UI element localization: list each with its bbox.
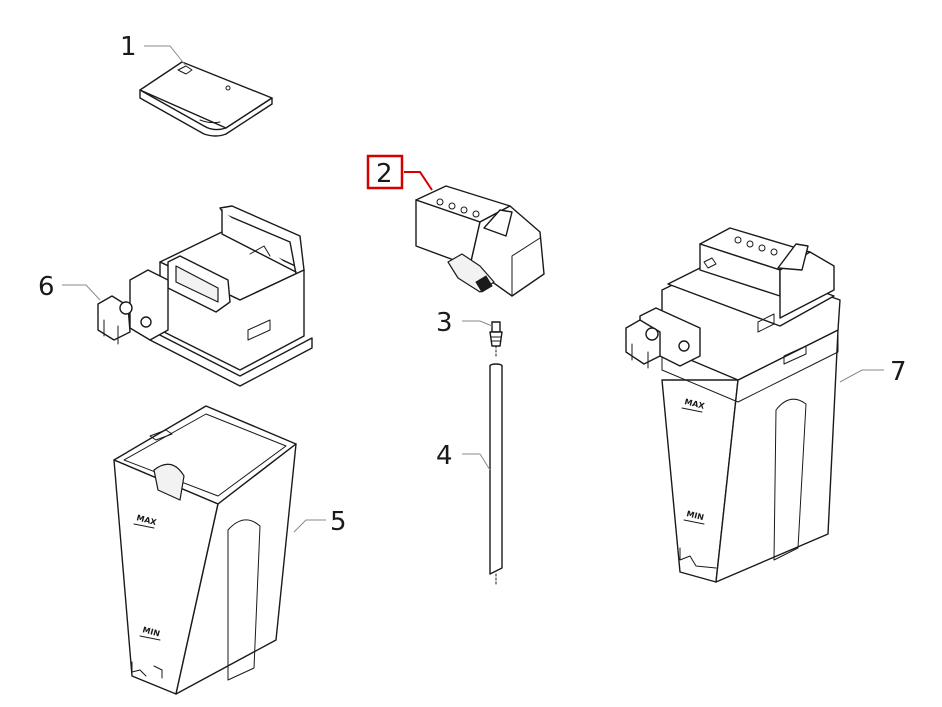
leader-lines (62, 45, 884, 533)
callout-5: 5 (330, 507, 347, 537)
part-6-base-housing[interactable] (97, 205, 313, 387)
jug-min-mark: MIN (141, 625, 160, 638)
part-4-tube[interactable] (489, 363, 503, 585)
part-2-frother-head[interactable] (415, 185, 545, 297)
callout-6: 6 (38, 272, 55, 302)
callout-2-highlight-box (366, 154, 404, 190)
part-7-assembled-unit[interactable]: MAX MIN (625, 227, 841, 583)
unit-min-mark: MIN (686, 509, 705, 522)
part-1-lid[interactable] (139, 61, 273, 137)
callout-3: 3 (436, 308, 453, 338)
callout-labels: 1 2 3 4 5 6 7 (38, 32, 907, 537)
callout-1: 1 (120, 32, 137, 62)
part-5-jug[interactable]: MAX MIN (113, 405, 297, 695)
callout-4: 4 (436, 441, 453, 471)
part-3-connector[interactable] (489, 321, 503, 357)
callout-7: 7 (890, 357, 907, 387)
callout-2: 2 (376, 159, 393, 189)
